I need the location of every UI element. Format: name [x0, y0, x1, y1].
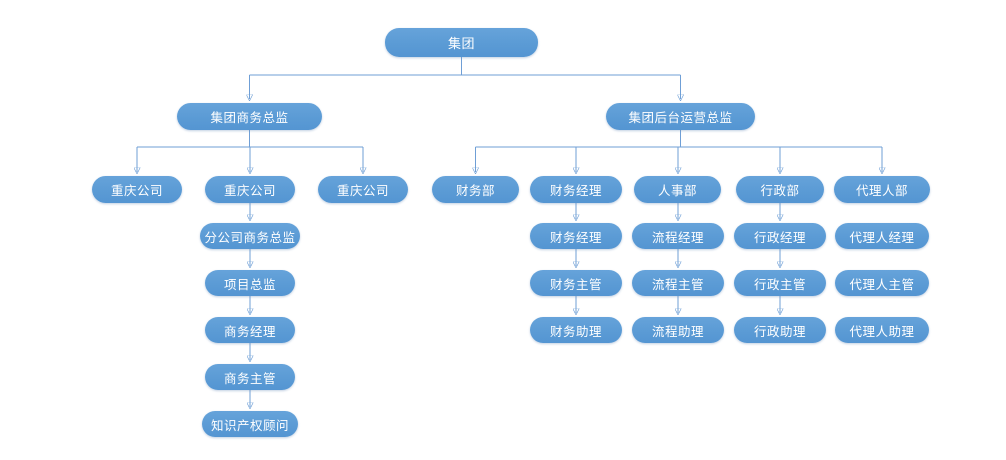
node-process-supervisor[interactable]: 流程主管	[632, 270, 724, 296]
node-business-supervisor[interactable]: 商务主管	[205, 364, 295, 390]
node-chongqing-company-2[interactable]: 重庆公司	[205, 176, 295, 203]
node-admin-supervisor[interactable]: 行政主管	[734, 270, 826, 296]
node-finance-assistant[interactable]: 财务助理	[530, 317, 622, 343]
node-agent-dept[interactable]: 代理人部	[834, 176, 930, 203]
node-admin-assistant[interactable]: 行政助理	[734, 317, 826, 343]
node-chongqing-company-1[interactable]: 重庆公司	[92, 176, 182, 203]
node-branch-business-director[interactable]: 分公司商务总监	[200, 223, 300, 249]
node-ip-consultant[interactable]: 知识产权顾问	[202, 411, 298, 437]
node-admin-dept[interactable]: 行政部	[736, 176, 824, 203]
node-hr-dept[interactable]: 人事部	[634, 176, 721, 203]
node-group-root[interactable]: 集团	[385, 28, 538, 57]
node-chongqing-company-3[interactable]: 重庆公司	[318, 176, 408, 203]
node-finance-manager[interactable]: 财务经理	[530, 223, 622, 249]
node-finance-dept[interactable]: 财务部	[432, 176, 519, 203]
node-process-assistant[interactable]: 流程助理	[632, 317, 724, 343]
node-group-business-director[interactable]: 集团商务总监	[177, 103, 322, 130]
node-process-manager[interactable]: 流程经理	[632, 223, 724, 249]
node-admin-manager[interactable]: 行政经理	[734, 223, 826, 249]
node-agent-assistant[interactable]: 代理人助理	[835, 317, 929, 343]
node-agent-manager[interactable]: 代理人经理	[835, 223, 929, 249]
node-group-backoffice-operations-director[interactable]: 集团后台运营总监	[606, 103, 755, 130]
node-finance-manager-head[interactable]: 财务经理	[530, 176, 622, 203]
node-project-director[interactable]: 项目总监	[205, 270, 295, 296]
node-business-manager[interactable]: 商务经理	[205, 317, 295, 343]
node-finance-supervisor[interactable]: 财务主管	[530, 270, 622, 296]
node-agent-supervisor[interactable]: 代理人主管	[835, 270, 929, 296]
